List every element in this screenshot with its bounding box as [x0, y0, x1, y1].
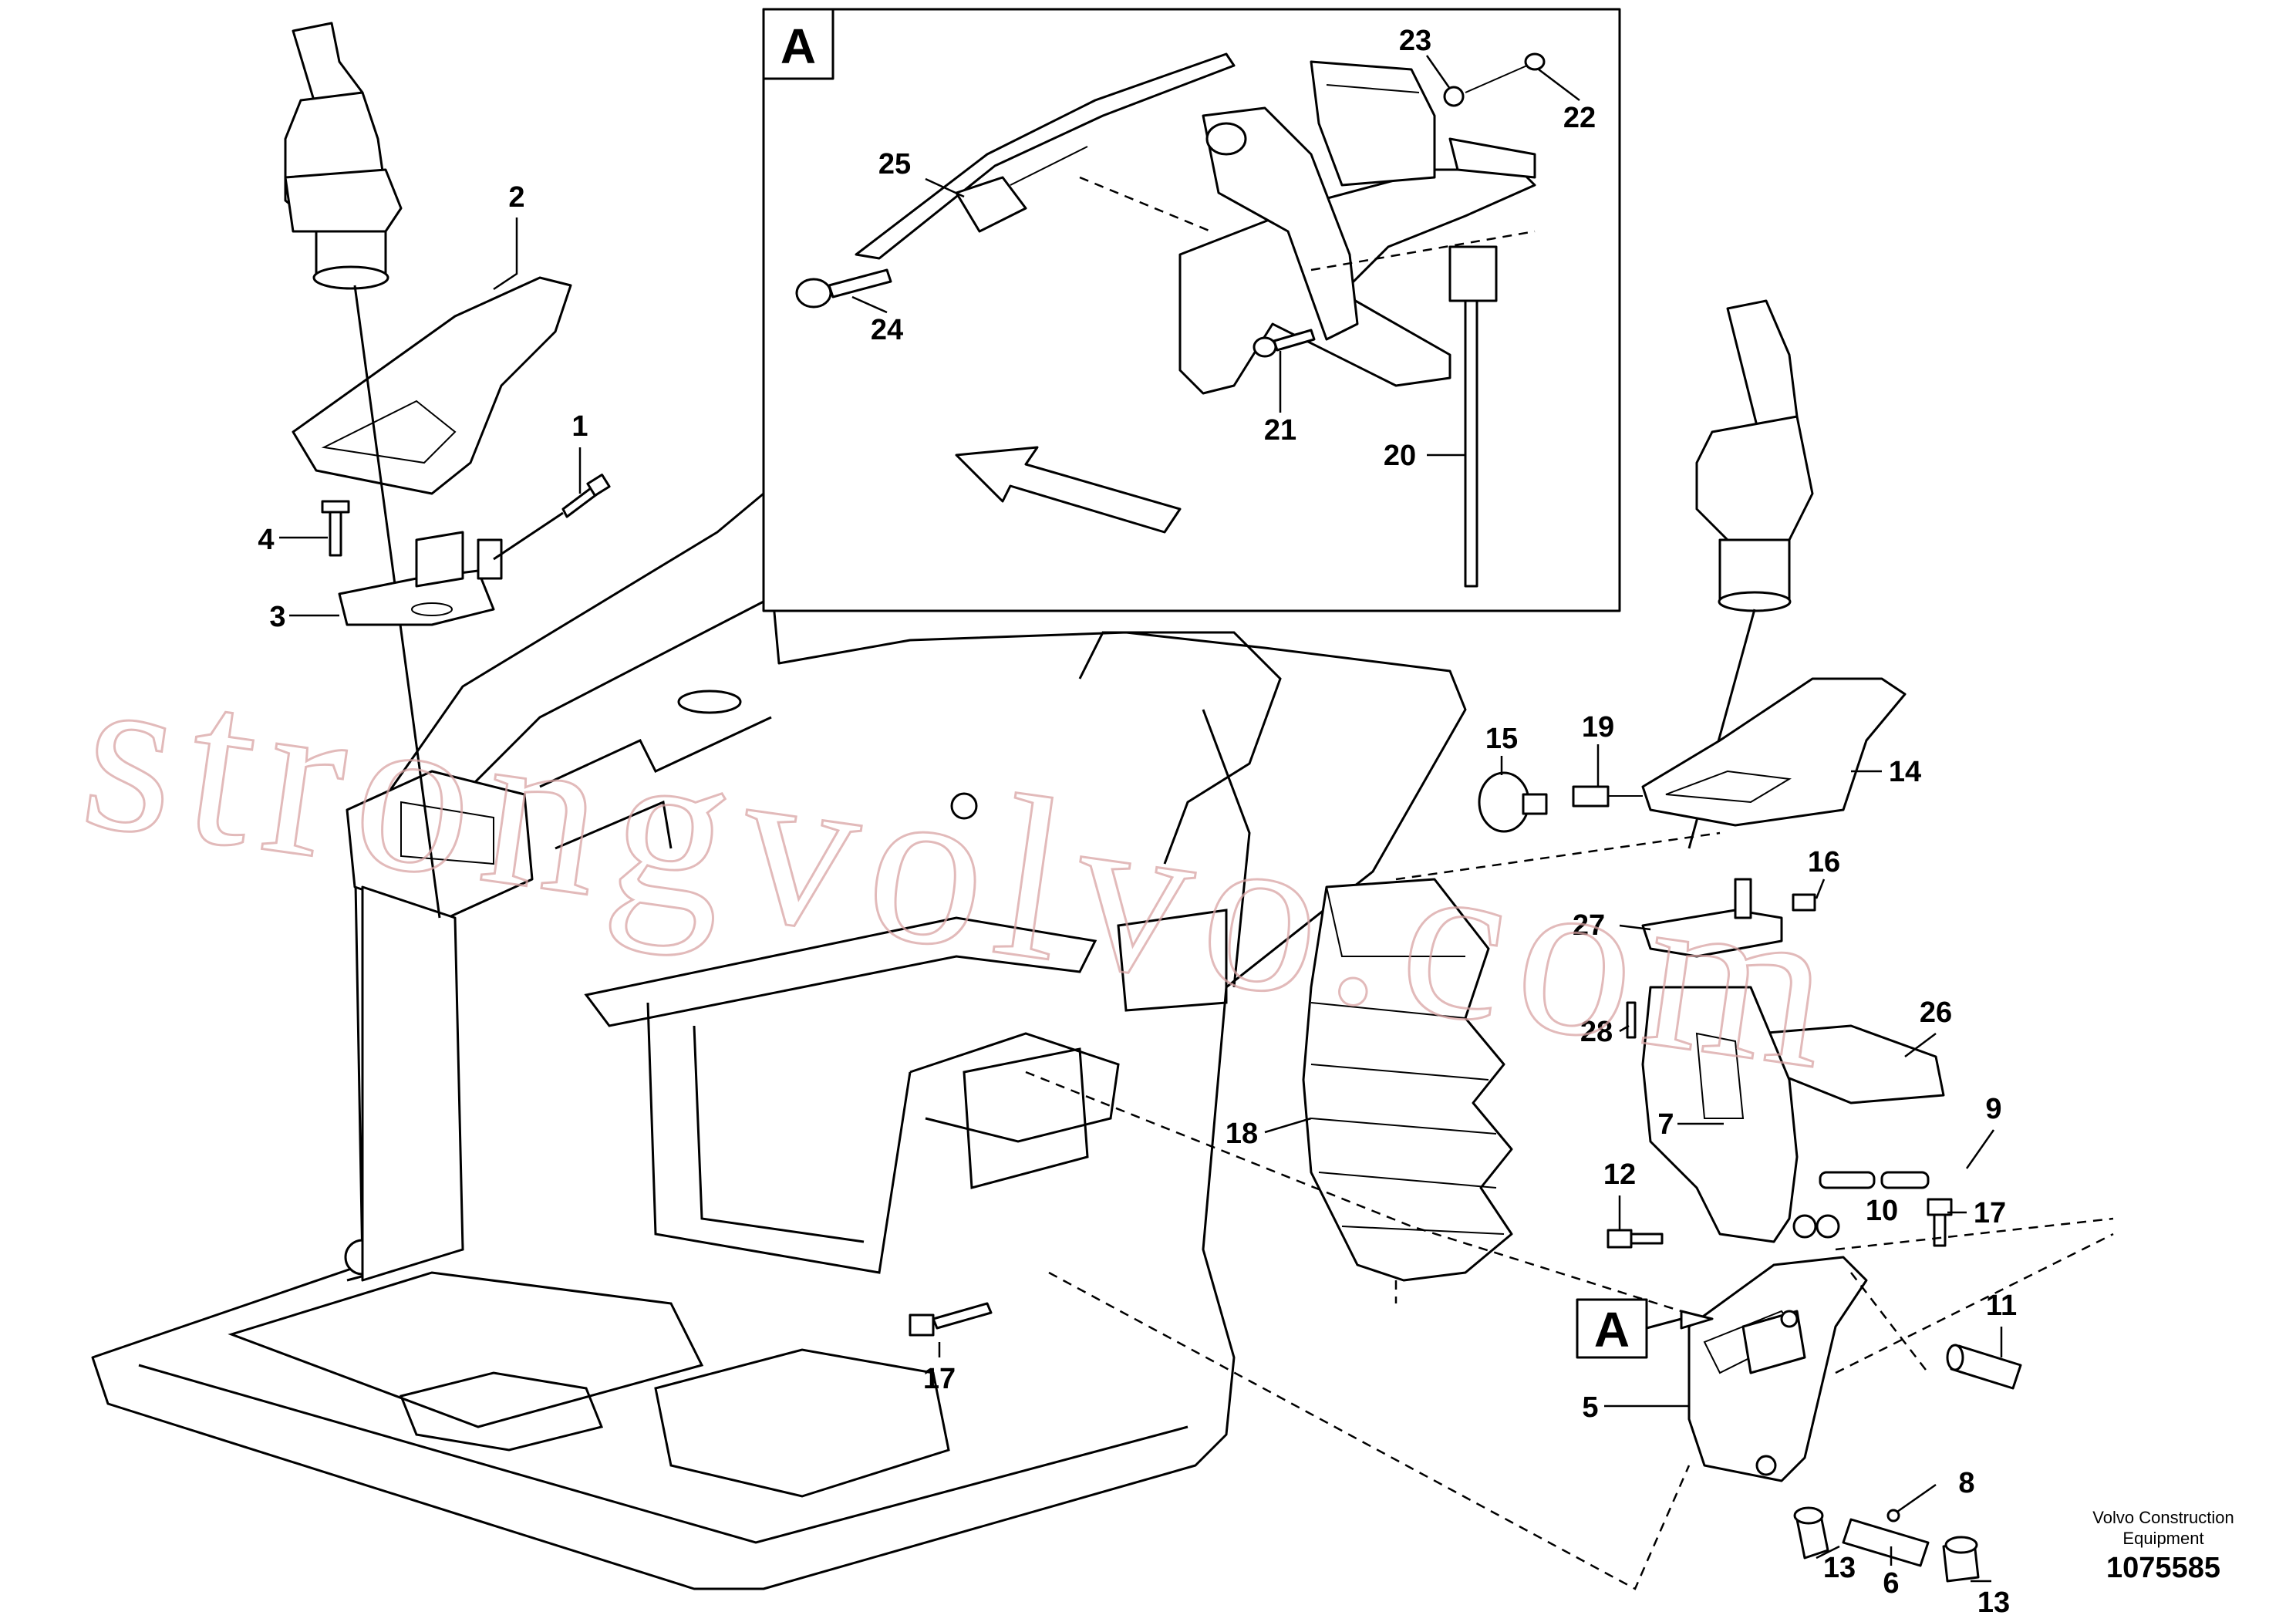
screw-part-24 — [795, 268, 892, 309]
left-joystick — [284, 22, 403, 290]
screw-part-21 — [1253, 329, 1316, 358]
lever-part-25 — [855, 52, 1236, 260]
bracket-part-27 — [1641, 878, 1783, 958]
reference-label-a: A — [1594, 1302, 1630, 1357]
bushing-part-13-right — [1942, 1536, 1980, 1583]
pin-part-8 — [1886, 1509, 1900, 1523]
left-armrest-grip-part-2 — [292, 276, 572, 495]
callout-6: 6 — [1883, 1567, 1899, 1600]
callout-17-right: 17 — [1974, 1197, 2006, 1229]
bushing-part-13-left — [1793, 1506, 1829, 1560]
cab-console-frame — [91, 492, 1467, 1590]
callout-13-left: 13 — [1823, 1552, 1856, 1584]
bracket-part-3 — [338, 531, 503, 626]
dash-line — [1835, 1217, 2114, 1251]
credit-line-2: Equipment — [2122, 1529, 2203, 1548]
callout-20: 20 — [1384, 440, 1416, 472]
right-joystick — [1695, 299, 1814, 612]
inset-label-a: A — [781, 19, 816, 74]
callout-22: 22 — [1563, 102, 1596, 134]
callout-11: 11 — [1986, 1290, 2017, 1322]
screw-part-16 — [1792, 893, 1816, 912]
callout-8: 8 — [1958, 1467, 1974, 1499]
callout-12: 12 — [1603, 1158, 1636, 1191]
callout-28: 28 — [1580, 1016, 1613, 1048]
callout-26: 26 — [1920, 996, 1952, 1029]
callout-2: 2 — [508, 181, 524, 214]
dash-line — [1025, 1071, 1682, 1313]
callout-21: 21 — [1264, 414, 1296, 447]
callout-1: 1 — [571, 410, 588, 443]
bracket-part-7 — [1641, 986, 1817, 1243]
callout-24: 24 — [871, 314, 903, 346]
callout-27: 27 — [1573, 909, 1605, 942]
callout-25: 25 — [878, 148, 911, 180]
rod-part-20 — [1464, 299, 1478, 588]
callout-4: 4 — [258, 524, 274, 556]
linkage-part-9 — [1819, 1171, 1930, 1189]
shaft-part-6 — [1842, 1518, 1930, 1567]
screw-part-28 — [1626, 1001, 1637, 1039]
callout-18: 18 — [1226, 1118, 1258, 1150]
detail-inset-a: A — [762, 8, 1621, 612]
right-armrest-grip-part-14 — [1641, 677, 1907, 827]
knob-part-15 — [1478, 771, 1548, 833]
callout-15: 15 — [1485, 723, 1518, 755]
dash-line — [1850, 1272, 1929, 1374]
callout-9: 9 — [1985, 1093, 2001, 1125]
callout-3: 3 — [269, 601, 285, 633]
callout-labels: 1 2 3 4 5 6 7 8 9 10 11 12 13 13 14 15 1… — [258, 25, 2017, 1619]
callout-14: 14 — [1889, 756, 1921, 788]
left-control-column — [346, 770, 534, 1282]
nut-part-22 — [1524, 52, 1546, 71]
callout-17-left: 17 — [923, 1363, 956, 1395]
callout-7: 7 — [1657, 1108, 1674, 1141]
leader-lines — [279, 55, 2003, 1583]
pin-part-11 — [1946, 1344, 2022, 1390]
direction-arrow — [955, 446, 1182, 534]
screw-part-4 — [321, 500, 350, 557]
dash-line — [1835, 1233, 2114, 1374]
callout-23: 23 — [1399, 25, 1431, 57]
screw-part-17-left — [909, 1302, 993, 1337]
document-number: 1075585 — [2106, 1552, 2220, 1584]
screw-part-12 — [1607, 1229, 1664, 1249]
bracket-part-5 — [1687, 1256, 1868, 1482]
callout-16: 16 — [1808, 846, 1840, 878]
dash-line — [1048, 1271, 1691, 1590]
callout-5: 5 — [1582, 1391, 1598, 1424]
credit-line-1: Volvo Construction — [2092, 1508, 2234, 1527]
screw-part-1 — [561, 474, 611, 518]
inset-side-plate — [1202, 106, 1359, 341]
boot-part-18 — [1302, 878, 1513, 1282]
screw-part-17-right — [1927, 1198, 1953, 1247]
washer-part-23 — [1443, 86, 1465, 107]
callout-19: 19 — [1582, 711, 1614, 744]
pin-part-19 — [1572, 785, 1643, 808]
nut-part-10 — [1816, 1214, 1840, 1239]
reference-a: A — [1576, 1298, 1714, 1359]
callout-13-right: 13 — [1977, 1587, 2010, 1619]
lever-clamp — [955, 176, 1027, 233]
callout-10: 10 — [1866, 1195, 1898, 1227]
